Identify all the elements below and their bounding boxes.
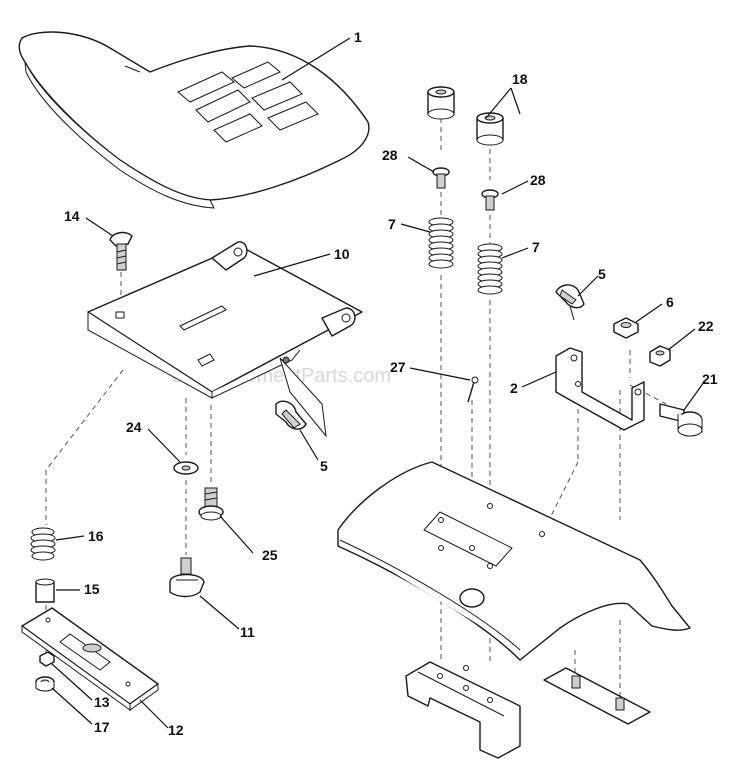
seat-spring-right [477, 243, 503, 295]
callout-24: 24 [126, 419, 142, 435]
lock-nut [35, 676, 55, 692]
callout-12: 12 [168, 722, 184, 738]
callout-15: 15 [84, 581, 100, 597]
callout-28-left: 28 [382, 147, 398, 163]
seat-pan [87, 241, 363, 399]
callout-28-right: 28 [530, 172, 546, 188]
adjustment-knob [169, 557, 205, 598]
hex-nut [613, 317, 639, 339]
callout-14: 14 [64, 208, 80, 224]
rubber-bumper-right [476, 112, 504, 146]
callout-13: 13 [94, 694, 110, 710]
seat-clip-left [275, 400, 307, 430]
shoulder-bolt [198, 487, 224, 521]
callout-7-left: 7 [388, 216, 396, 232]
clevis-pin [467, 376, 479, 403]
callout-2: 2 [510, 380, 518, 396]
screw-left [432, 167, 450, 189]
seat-clip-right [555, 284, 585, 321]
callout-25: 25 [262, 547, 278, 563]
seat-spring-small [30, 527, 56, 561]
spacer [35, 578, 55, 603]
callout-5-right: 5 [598, 266, 606, 282]
callout-10: 10 [334, 246, 350, 262]
callout-18: 18 [512, 71, 528, 87]
callout-17: 17 [94, 719, 110, 735]
carriage-bolt [109, 231, 133, 271]
callout-21: 21 [702, 371, 718, 387]
callouts: 1 18 28 28 14 10 7 7 5 6 22 27 2 21 24 5… [64, 29, 718, 738]
lower-frame-mount [405, 661, 521, 759]
callout-11: 11 [240, 624, 255, 640]
flange-nut [649, 345, 671, 367]
rubber-bumper-left [427, 86, 455, 120]
callout-27: 27 [390, 359, 406, 375]
callout-7-right: 7 [532, 239, 540, 255]
callout-5-left: 5 [320, 458, 328, 474]
seat-spring-left [428, 217, 454, 269]
pivot-bolt [659, 403, 703, 437]
hex-nut-small [39, 651, 55, 667]
callout-6: 6 [666, 294, 674, 310]
seat-cushion [18, 31, 370, 209]
screw-right [481, 189, 499, 211]
callout-1: 1 [354, 29, 362, 45]
seat-latch-plate [279, 356, 327, 438]
slide-plate [21, 607, 159, 711]
pivot-bracket [555, 347, 645, 431]
fender-deck [337, 461, 691, 661]
callout-22: 22 [698, 318, 714, 334]
leader-lines [51, 37, 705, 729]
lower-side-bracket [543, 667, 651, 725]
flat-washer [173, 461, 199, 475]
callout-16: 16 [88, 528, 104, 544]
